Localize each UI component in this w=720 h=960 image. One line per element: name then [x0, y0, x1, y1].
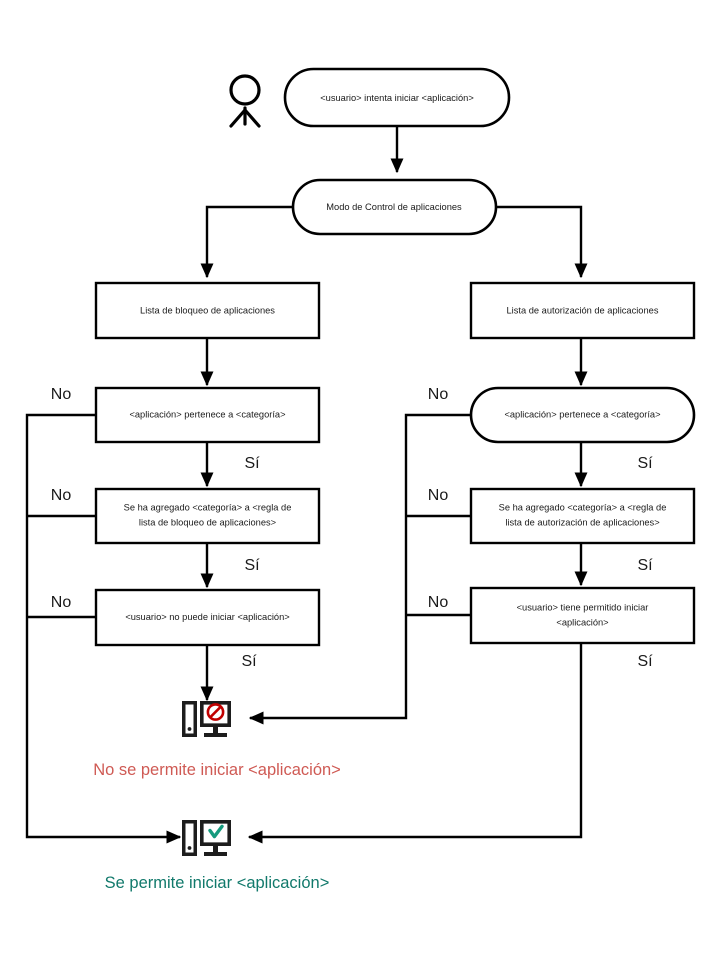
node-left-decision-3: <usuario> no puede iniciar <aplicación>: [94, 588, 321, 647]
node-right-list: Lista de autorización de aplicaciones: [469, 281, 696, 340]
edge-label-right-no-2: No: [428, 487, 449, 504]
node-left-list-label: Lista de bloqueo de aplicaciones: [140, 305, 275, 315]
node-right-decision-3: <usuario> tiene permitido iniciar <aplic…: [469, 586, 696, 645]
edge-label-left-si-2: Sí: [244, 557, 260, 574]
node-right-list-label: Lista de autorización de aplicaciones: [507, 305, 659, 315]
edge-label-left-si-3: Sí: [241, 653, 257, 670]
edge-label-right-si-2: Sí: [637, 557, 653, 574]
node-mode-label: Modo de Control de aplicaciones: [326, 202, 462, 212]
node-start-label: <usuario> intenta iniciar <aplicación>: [320, 93, 474, 103]
edge-label-left-no-1: No: [51, 386, 72, 403]
allow-caption: Se permite iniciar <aplicación>: [105, 874, 330, 892]
node-left-decision-2-line1: Se ha agregado <categoría> a <regla de: [124, 502, 292, 512]
node-left-decision-3-label: <usuario> no puede iniciar <aplicación>: [125, 612, 289, 622]
node-right-decision-1-label: <aplicación> pertenece a <categoría>: [504, 409, 660, 419]
edge-label-left-si-1: Sí: [244, 455, 260, 472]
edge-mode-to-left-list: [200, 205, 293, 279]
computer-blocked-icon: [182, 701, 231, 737]
edge-label-right-si-1: Sí: [637, 455, 653, 472]
edge-label-left-no-3: No: [51, 594, 72, 611]
node-left-decision-2: Se ha agregado <categoría> a <regla de l…: [94, 487, 321, 545]
node-left-decision-1: <aplicación> pertenece a <categoría>: [94, 386, 321, 444]
computer-allowed-icon: [182, 820, 231, 856]
edge-mode-to-right-list: [496, 205, 588, 279]
edge-right-no-1: [248, 413, 471, 725]
node-right-decision-1: <aplicación> pertenece a <categoría>: [469, 386, 696, 444]
node-mode: Modo de Control de aplicaciones: [291, 178, 498, 236]
usuario-icon: [229, 74, 261, 128]
edge-label-left-no-2: No: [51, 487, 72, 504]
node-left-list: Lista de bloqueo de aplicaciones: [94, 281, 321, 340]
node-left-decision-1-label: <aplicación> pertenece a <categoría>: [129, 409, 285, 419]
node-right-decision-2-line2: lista de autorización de aplicaciones>: [505, 517, 659, 527]
node-right-decision-2-line1: Se ha agregado <categoría> a <regla de: [499, 502, 667, 512]
node-right-decision-3-line2: <aplicación>: [556, 617, 608, 627]
edge-left-no-1: [25, 413, 182, 844]
edge-label-right-si-3: Sí: [637, 653, 653, 670]
deny-caption: No se permite iniciar <aplicación>: [93, 761, 341, 779]
edge-label-right-no-3: No: [428, 594, 449, 611]
node-right-decision-2: Se ha agregado <categoría> a <regla de l…: [469, 487, 696, 545]
edge-right-d3-si-to-allow: [247, 643, 583, 844]
node-right-decision-3-line1: <usuario> tiene permitido iniciar: [517, 602, 649, 612]
node-left-decision-2-line2: lista de bloqueo de aplicaciones>: [139, 517, 276, 527]
edge-label-right-no-1: No: [428, 386, 449, 403]
node-start: <usuario> intenta iniciar <aplicación>: [283, 67, 511, 128]
